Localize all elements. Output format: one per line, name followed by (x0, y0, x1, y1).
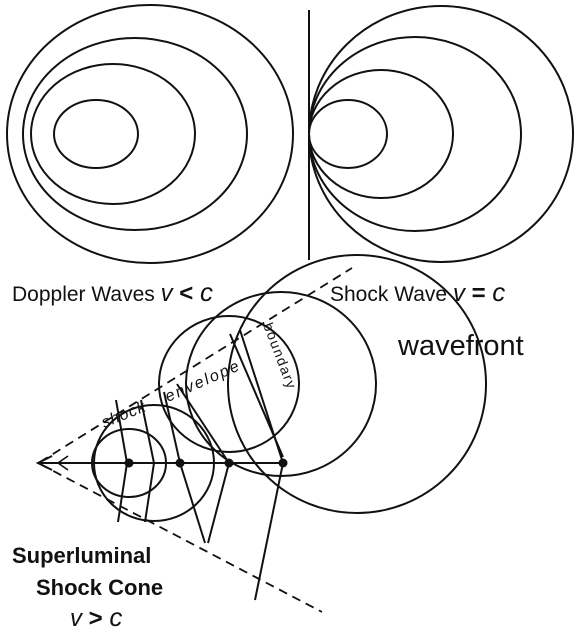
shock-label: shock (99, 398, 149, 431)
superluminal-caption-2: Shock Cone (36, 575, 163, 600)
shock-wave-2 (308, 36, 522, 232)
doppler-wave-1 (6, 4, 294, 264)
ray-set-2 (140, 399, 156, 523)
shock-panel (308, 5, 574, 263)
cone-wave-3 (158, 315, 300, 453)
shock-wave-4 (308, 99, 388, 169)
superluminal-condition: v > c (70, 602, 122, 632)
source-dot-1 (124, 458, 134, 468)
doppler-wave-2 (22, 37, 248, 231)
axis-arrow-tail (56, 455, 69, 471)
cone-envelope-lower (39, 463, 323, 613)
superluminal-panel (35, 254, 487, 613)
source-dot-3 (224, 458, 234, 468)
source-dot-4 (278, 458, 288, 468)
source-dot-2 (175, 458, 185, 468)
ray-set-3 (163, 391, 206, 544)
boundary-label: boundary (260, 320, 300, 391)
axis-arrow-head (35, 455, 53, 471)
doppler-caption: Doppler Waves v < c (12, 277, 213, 307)
shock-wave-3 (308, 69, 454, 199)
doppler-panel (6, 4, 294, 264)
shock-caption: Shock Wave v = c (330, 277, 505, 307)
cone-envelope-upper (39, 267, 353, 463)
doppler-wave-4 (53, 99, 139, 169)
shock-wave-1 (308, 5, 574, 263)
cone-wave-1 (227, 254, 487, 514)
source-dots (124, 458, 288, 468)
wavefront-label: wavefront (397, 330, 524, 362)
boundary-label-vertical: boundary (260, 320, 300, 391)
superluminal-caption-1: Superluminal (12, 543, 151, 568)
doppler-wave-3 (30, 63, 196, 205)
envelope-label: envelope (163, 357, 244, 405)
